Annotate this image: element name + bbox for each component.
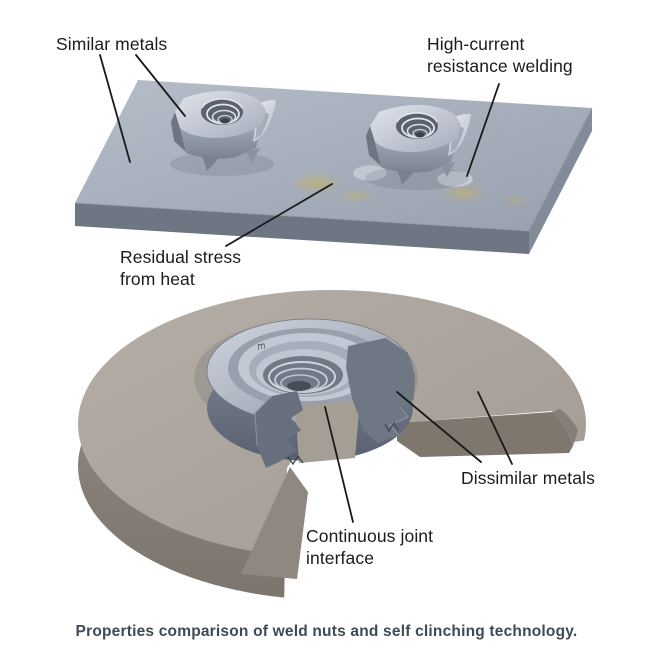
label-residual-stress: Residual stress from heat	[120, 247, 242, 290]
leader-resistance-welding	[466, 83, 500, 177]
nut-engraving: E	[254, 342, 266, 351]
leader-similar-metals-nut	[135, 54, 186, 117]
serration-mark	[287, 454, 304, 466]
label-similar-metals: Similar metals	[56, 34, 168, 54]
disc-cut-face-right	[397, 412, 573, 457]
serration-mark	[384, 421, 399, 433]
joint-interface-material	[295, 401, 360, 463]
leader-continuous-joint	[324, 406, 354, 523]
label-continuous-joint: Continuous joint interface	[306, 526, 434, 569]
leader-similar-metals-plate	[99, 54, 131, 163]
leader-dissimilar-disc	[477, 391, 513, 465]
weld-nut-1	[169, 89, 277, 177]
nut-cut-face-right	[346, 338, 415, 443]
disc-cut-face-left	[241, 467, 308, 579]
figure-caption: Properties comparison of weld nuts and s…	[75, 623, 578, 640]
plate	[74, 80, 593, 254]
cutaway-void	[283, 402, 653, 652]
nut-cut-piece-left	[255, 391, 303, 468]
leader-lines	[99, 54, 513, 523]
clinch-nut: E	[194, 318, 418, 468]
label-dissimilar-metals: Dissimilar metals	[461, 468, 595, 488]
label-high-current-welding: High-current resistance welding	[427, 34, 573, 77]
leader-residual-stress	[225, 183, 333, 247]
leader-dissimilar-nut	[396, 391, 482, 463]
heat-stains	[290, 171, 532, 208]
clinch-nut-figure: E	[78, 290, 653, 652]
disc-rim-corner	[552, 409, 578, 446]
weld-nut-2	[364, 103, 472, 191]
weld-nut-plate-figure	[74, 80, 593, 254]
